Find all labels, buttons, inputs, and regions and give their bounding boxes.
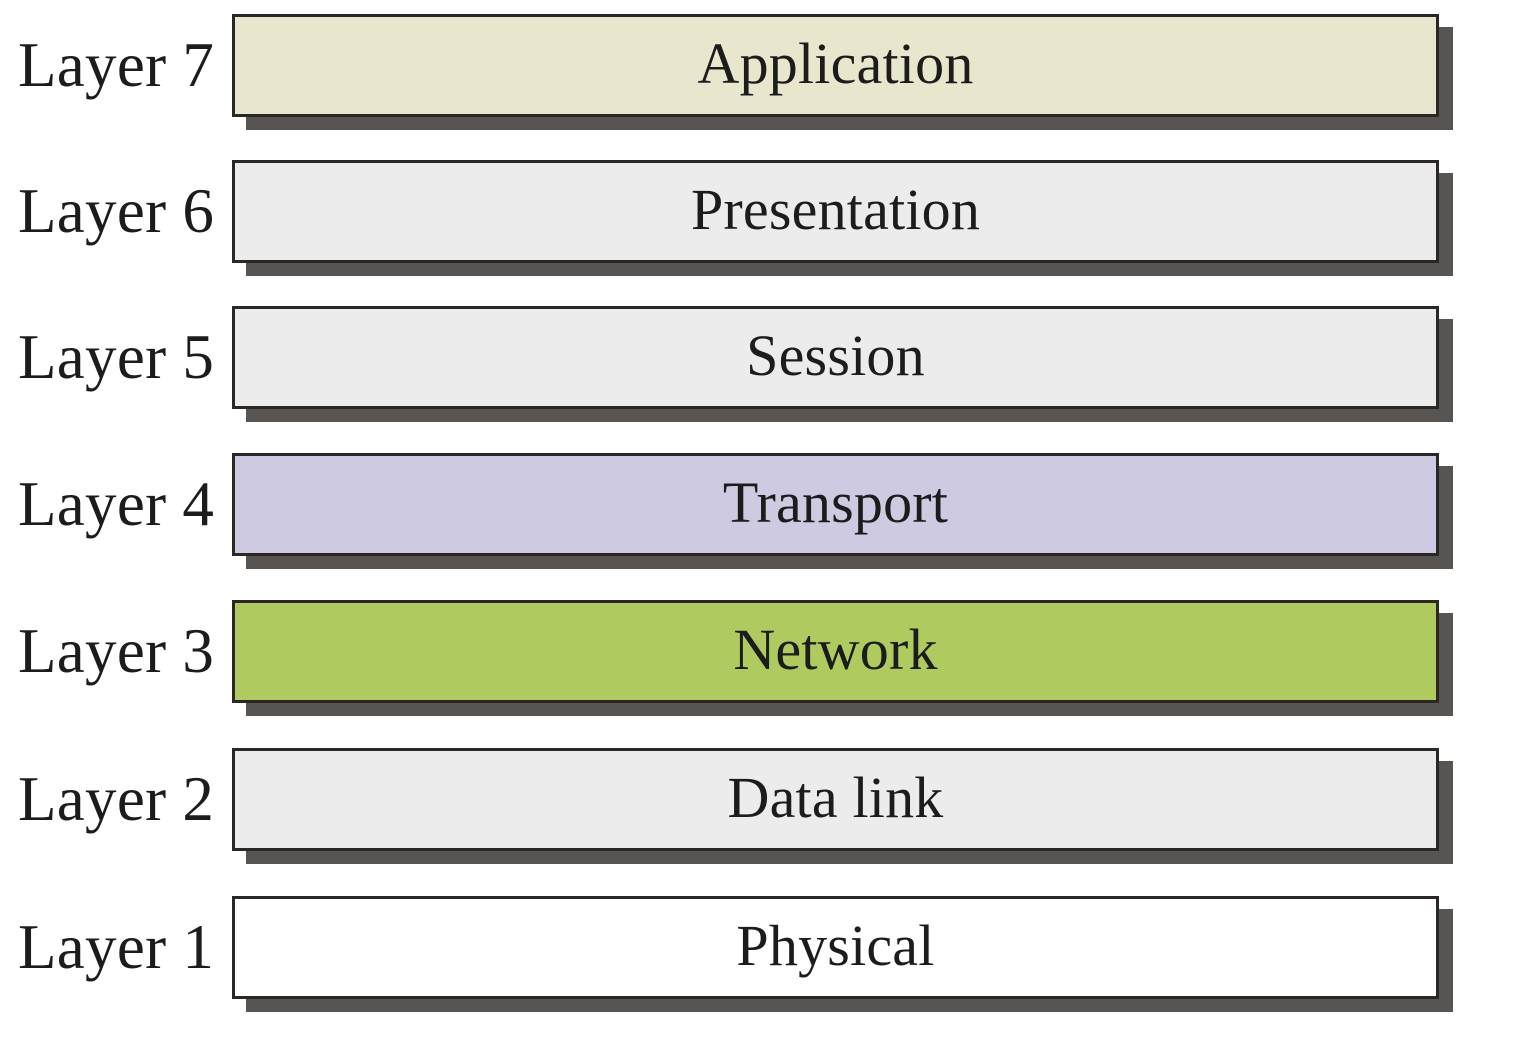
layer-box-wrapper-7: Application (232, 14, 1454, 130)
layer-name-data-link: Data link (727, 764, 944, 830)
layer-box-wrapper-3: Network (232, 600, 1454, 716)
layer-box-wrapper-1: Physical (232, 896, 1454, 1012)
layer-box-application[interactable]: Application (232, 14, 1439, 117)
layer-name-network: Network (733, 616, 938, 682)
layer-box-transport[interactable]: Transport (232, 453, 1439, 556)
layer-box-wrapper-6: Presentation (232, 160, 1454, 276)
layer-number-label-1: Layer 1 (18, 912, 215, 982)
layer-box-presentation[interactable]: Presentation (232, 160, 1439, 263)
layer-box-session[interactable]: Session (232, 306, 1439, 409)
layer-number-label-2: Layer 2 (18, 764, 215, 834)
layer-box-data-link[interactable]: Data link (232, 748, 1439, 851)
layer-name-transport: Transport (722, 469, 949, 535)
layer-number-label-3: Layer 3 (18, 616, 215, 686)
layer-name-physical: Physical (736, 912, 935, 978)
layer-number-label-4: Layer 4 (18, 469, 215, 539)
layer-row-2: Layer 2 Data link (0, 748, 1534, 864)
layer-number-label-5: Layer 5 (18, 322, 215, 392)
layer-row-6: Layer 6 Presentation (0, 160, 1534, 276)
layer-box-network[interactable]: Network (232, 600, 1439, 703)
layer-row-1: Layer 1 Physical (0, 896, 1534, 1012)
layer-box-wrapper-5: Session (232, 306, 1454, 422)
layer-row-3: Layer 3 Network (0, 600, 1534, 716)
layer-box-wrapper-4: Transport (232, 453, 1454, 569)
layer-box-physical[interactable]: Physical (232, 896, 1439, 999)
layer-name-application: Application (697, 30, 974, 96)
layer-number-label-6: Layer 6 (18, 176, 215, 246)
layer-row-7: Layer 7 Application (0, 14, 1534, 130)
layer-name-presentation: Presentation (690, 176, 981, 242)
layer-number-label-7: Layer 7 (18, 30, 215, 100)
layer-row-4: Layer 4 Transport (0, 453, 1534, 569)
layer-box-wrapper-2: Data link (232, 748, 1454, 864)
layer-row-5: Layer 5 Session (0, 306, 1534, 422)
layer-name-session: Session (746, 322, 925, 388)
